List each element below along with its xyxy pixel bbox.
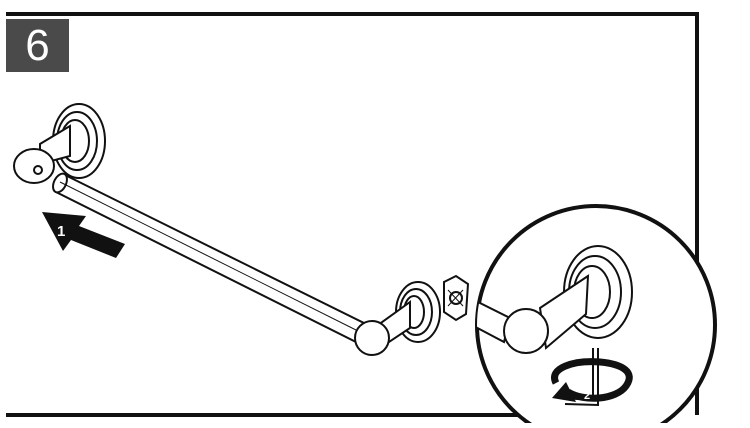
callout-2: 2 (584, 390, 590, 402)
push-direction-arrow-icon: 1 (42, 212, 125, 258)
mounting-plate-icon (443, 274, 470, 322)
towel-bar (52, 172, 374, 348)
zoom-detail-circle: 2 (475, 204, 717, 428)
left-wall-post (13, 103, 106, 184)
zoomed-post (503, 245, 633, 354)
callout-1: 1 (57, 223, 65, 240)
zoomed-towel-bar (477, 296, 512, 344)
rotation-arrow-icon: 2 (551, 358, 633, 402)
right-post (354, 281, 441, 356)
step-number-badge: 6 (6, 19, 69, 72)
